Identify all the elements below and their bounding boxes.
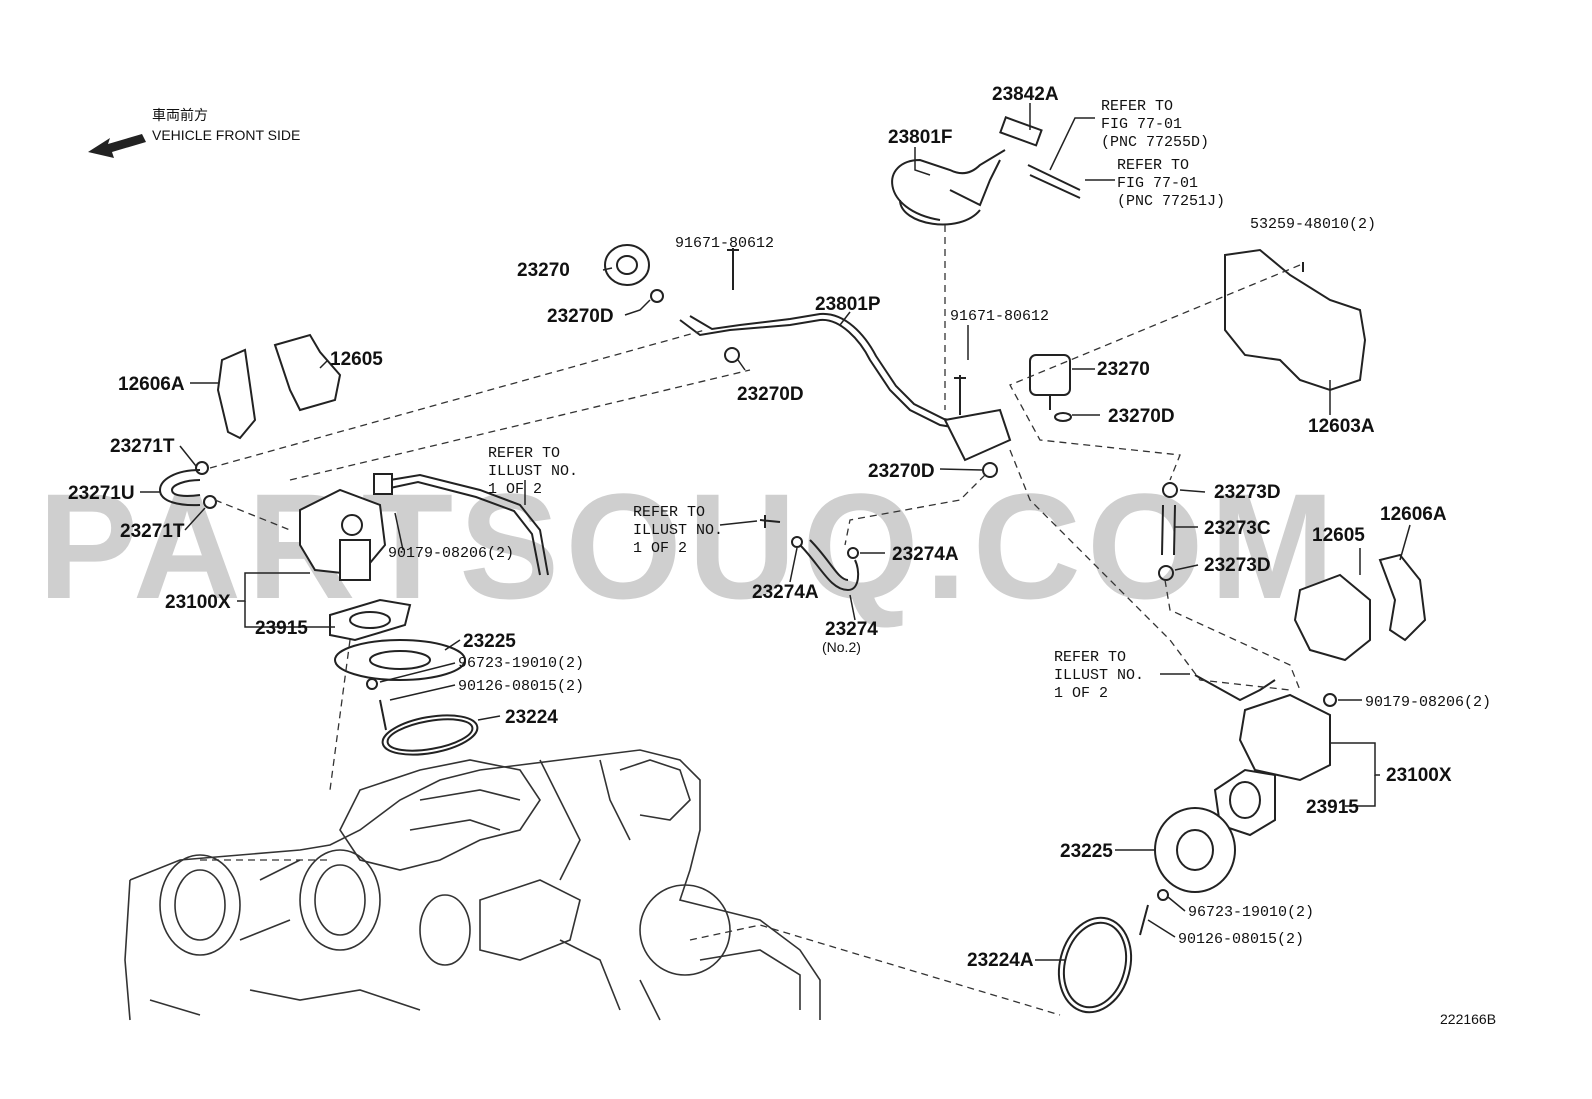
front-arrow-icon — [88, 134, 146, 158]
label-91671-mid: 91671-80612 — [950, 308, 1049, 325]
label-12605-right: 12605 — [1312, 525, 1365, 546]
refer2-line2: FIG 77-01 — [1117, 175, 1198, 192]
refer5-line2: ILLUST NO. — [1054, 667, 1144, 684]
refer3-line2: ILLUST NO. — [488, 463, 578, 480]
label-23274A-b: 23274A — [752, 582, 819, 603]
label-23274: 23274 — [825, 619, 878, 640]
label-23270-top: 23270 — [517, 260, 570, 281]
refer1-line2: FIG 77-01 — [1101, 116, 1182, 133]
intake-manifold-drawing — [124, 749, 821, 1021]
refer5-line3: 1 OF 2 — [1054, 685, 1108, 702]
label-23915-right: 23915 — [1306, 797, 1359, 818]
part-drawings — [158, 116, 1427, 1014]
refer3-line1: REFER TO — [488, 445, 560, 462]
refer2-line1: REFER TO — [1117, 157, 1189, 174]
front-side-jp: 車両前方 — [152, 107, 208, 123]
label-23225-left: 23225 — [463, 631, 516, 652]
label-12603A: 12603A — [1308, 416, 1375, 437]
label-23842A: 23842A — [992, 84, 1059, 105]
label-23270D-a: 23270D — [547, 306, 614, 327]
label-23271U: 23271U — [68, 483, 135, 504]
label-12606A-right: 12606A — [1380, 504, 1447, 525]
diagram-id: 222166B — [1440, 1011, 1496, 1027]
part-labels: 23842A 23801F REFER TO FIG 77-01 (PNC 77… — [68, 84, 1496, 1027]
label-90179-left: 90179-08206(2) — [388, 545, 514, 562]
label-23100X-right: 23100X — [1386, 765, 1452, 786]
front-side-en: VEHICLE FRONT SIDE — [152, 127, 300, 143]
label-23225-right: 23225 — [1060, 841, 1113, 862]
leader-lines — [140, 103, 1411, 961]
label-23801P: 23801P — [815, 294, 881, 315]
label-23270D-c: 23270D — [1108, 406, 1175, 427]
label-23224A: 23224A — [967, 950, 1034, 971]
front-side-indicator: 車両前方 VEHICLE FRONT SIDE — [88, 107, 300, 158]
label-23274-sub: (No.2) — [822, 639, 861, 655]
label-23270D-b: 23270D — [737, 384, 804, 405]
label-23273C: 23273C — [1204, 518, 1271, 539]
label-23273D-b: 23273D — [1204, 555, 1271, 576]
label-23271T-b: 23271T — [120, 521, 185, 542]
refer5-line1: REFER TO — [1054, 649, 1126, 666]
label-91671-top: 91671-80612 — [675, 235, 774, 252]
label-12605-left: 12605 — [330, 349, 383, 370]
refer4-line2: ILLUST NO. — [633, 522, 723, 539]
label-23274A-a: 23274A — [892, 544, 959, 565]
label-23273D-a: 23273D — [1214, 482, 1281, 503]
refer4-line3: 1 OF 2 — [633, 540, 687, 557]
label-90126-right: 90126-08015(2) — [1178, 931, 1304, 948]
label-96723-right: 96723-19010(2) — [1188, 904, 1314, 921]
label-23271T-a: 23271T — [110, 436, 175, 457]
label-53259-48010: 53259-48010(2) — [1250, 216, 1376, 233]
label-23100X-left: 23100X — [165, 592, 231, 613]
label-12606A-left: 12606A — [118, 374, 185, 395]
label-90126-left: 90126-08015(2) — [458, 678, 584, 695]
label-23801F: 23801F — [888, 127, 952, 148]
label-23915-left: 23915 — [255, 618, 308, 639]
refer1-line1: REFER TO — [1101, 98, 1173, 115]
refer4-line1: REFER TO — [633, 504, 705, 521]
refer3-line3: 1 OF 2 — [488, 481, 542, 498]
label-96723-left: 96723-19010(2) — [458, 655, 584, 672]
assembly-dashed-lines — [200, 225, 1301, 1016]
label-90179-right: 90179-08206(2) — [1365, 694, 1491, 711]
refer1-line3: (PNC 77255D) — [1101, 134, 1209, 151]
label-23270D-d: 23270D — [868, 461, 935, 482]
label-23224: 23224 — [505, 707, 558, 728]
label-23270-right: 23270 — [1097, 359, 1150, 380]
refer2-line3: (PNC 77251J) — [1117, 193, 1225, 210]
watermark-text: PARTSOUQ.COM — [38, 462, 1341, 630]
